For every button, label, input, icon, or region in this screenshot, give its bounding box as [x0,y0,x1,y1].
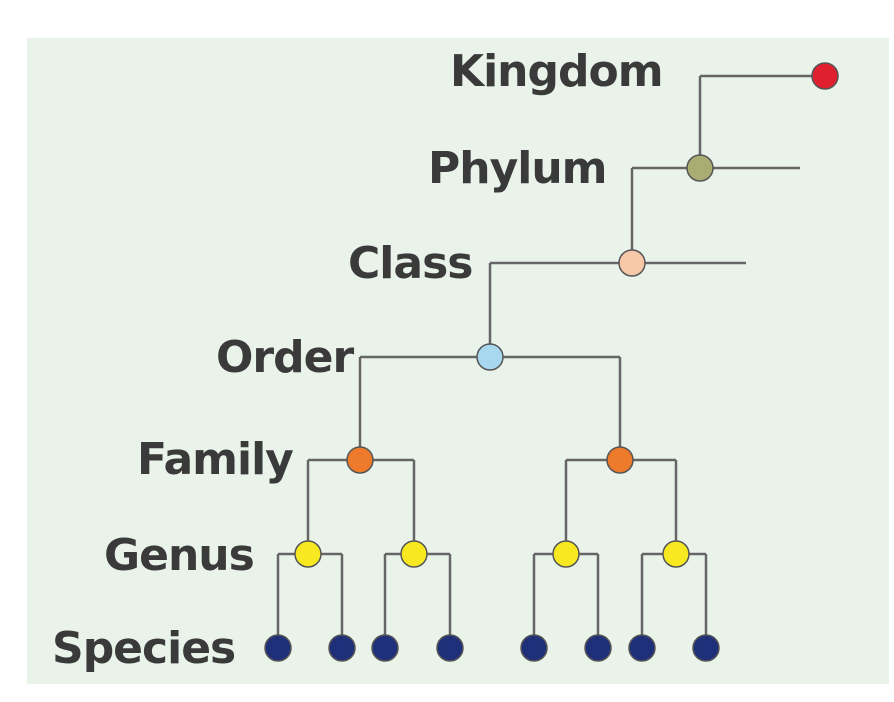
node-species [328,634,356,662]
node-species [436,634,464,662]
label-phylum: Phylum [428,143,607,194]
node-species [520,634,548,662]
node-genus [552,540,580,568]
node-genus [662,540,690,568]
label-kingdom: Kingdom [450,46,663,97]
label-genus: Genus [104,530,254,581]
label-order: Order [216,332,354,383]
node-species [692,634,720,662]
node-family [606,446,634,474]
branch-kingdom [698,74,825,168]
label-species: Species [52,623,235,674]
node-species [371,634,399,662]
node-species [584,634,612,662]
node-genus [400,540,428,568]
label-family: Family [137,434,293,485]
branch-phylum [630,166,800,263]
rank-labels: Kingdom Phylum Class Order Family Genus … [52,46,664,674]
diagram-background [27,38,889,684]
node-genus [294,540,322,568]
tree-nodes [264,62,839,662]
label-class: Class [348,238,472,289]
node-species [628,634,656,662]
node-class [618,249,646,277]
node-species [264,634,292,662]
node-phylum [686,154,714,182]
node-kingdom [811,62,839,90]
node-family [346,446,374,474]
node-order [476,343,504,371]
branch-class [488,261,746,357]
